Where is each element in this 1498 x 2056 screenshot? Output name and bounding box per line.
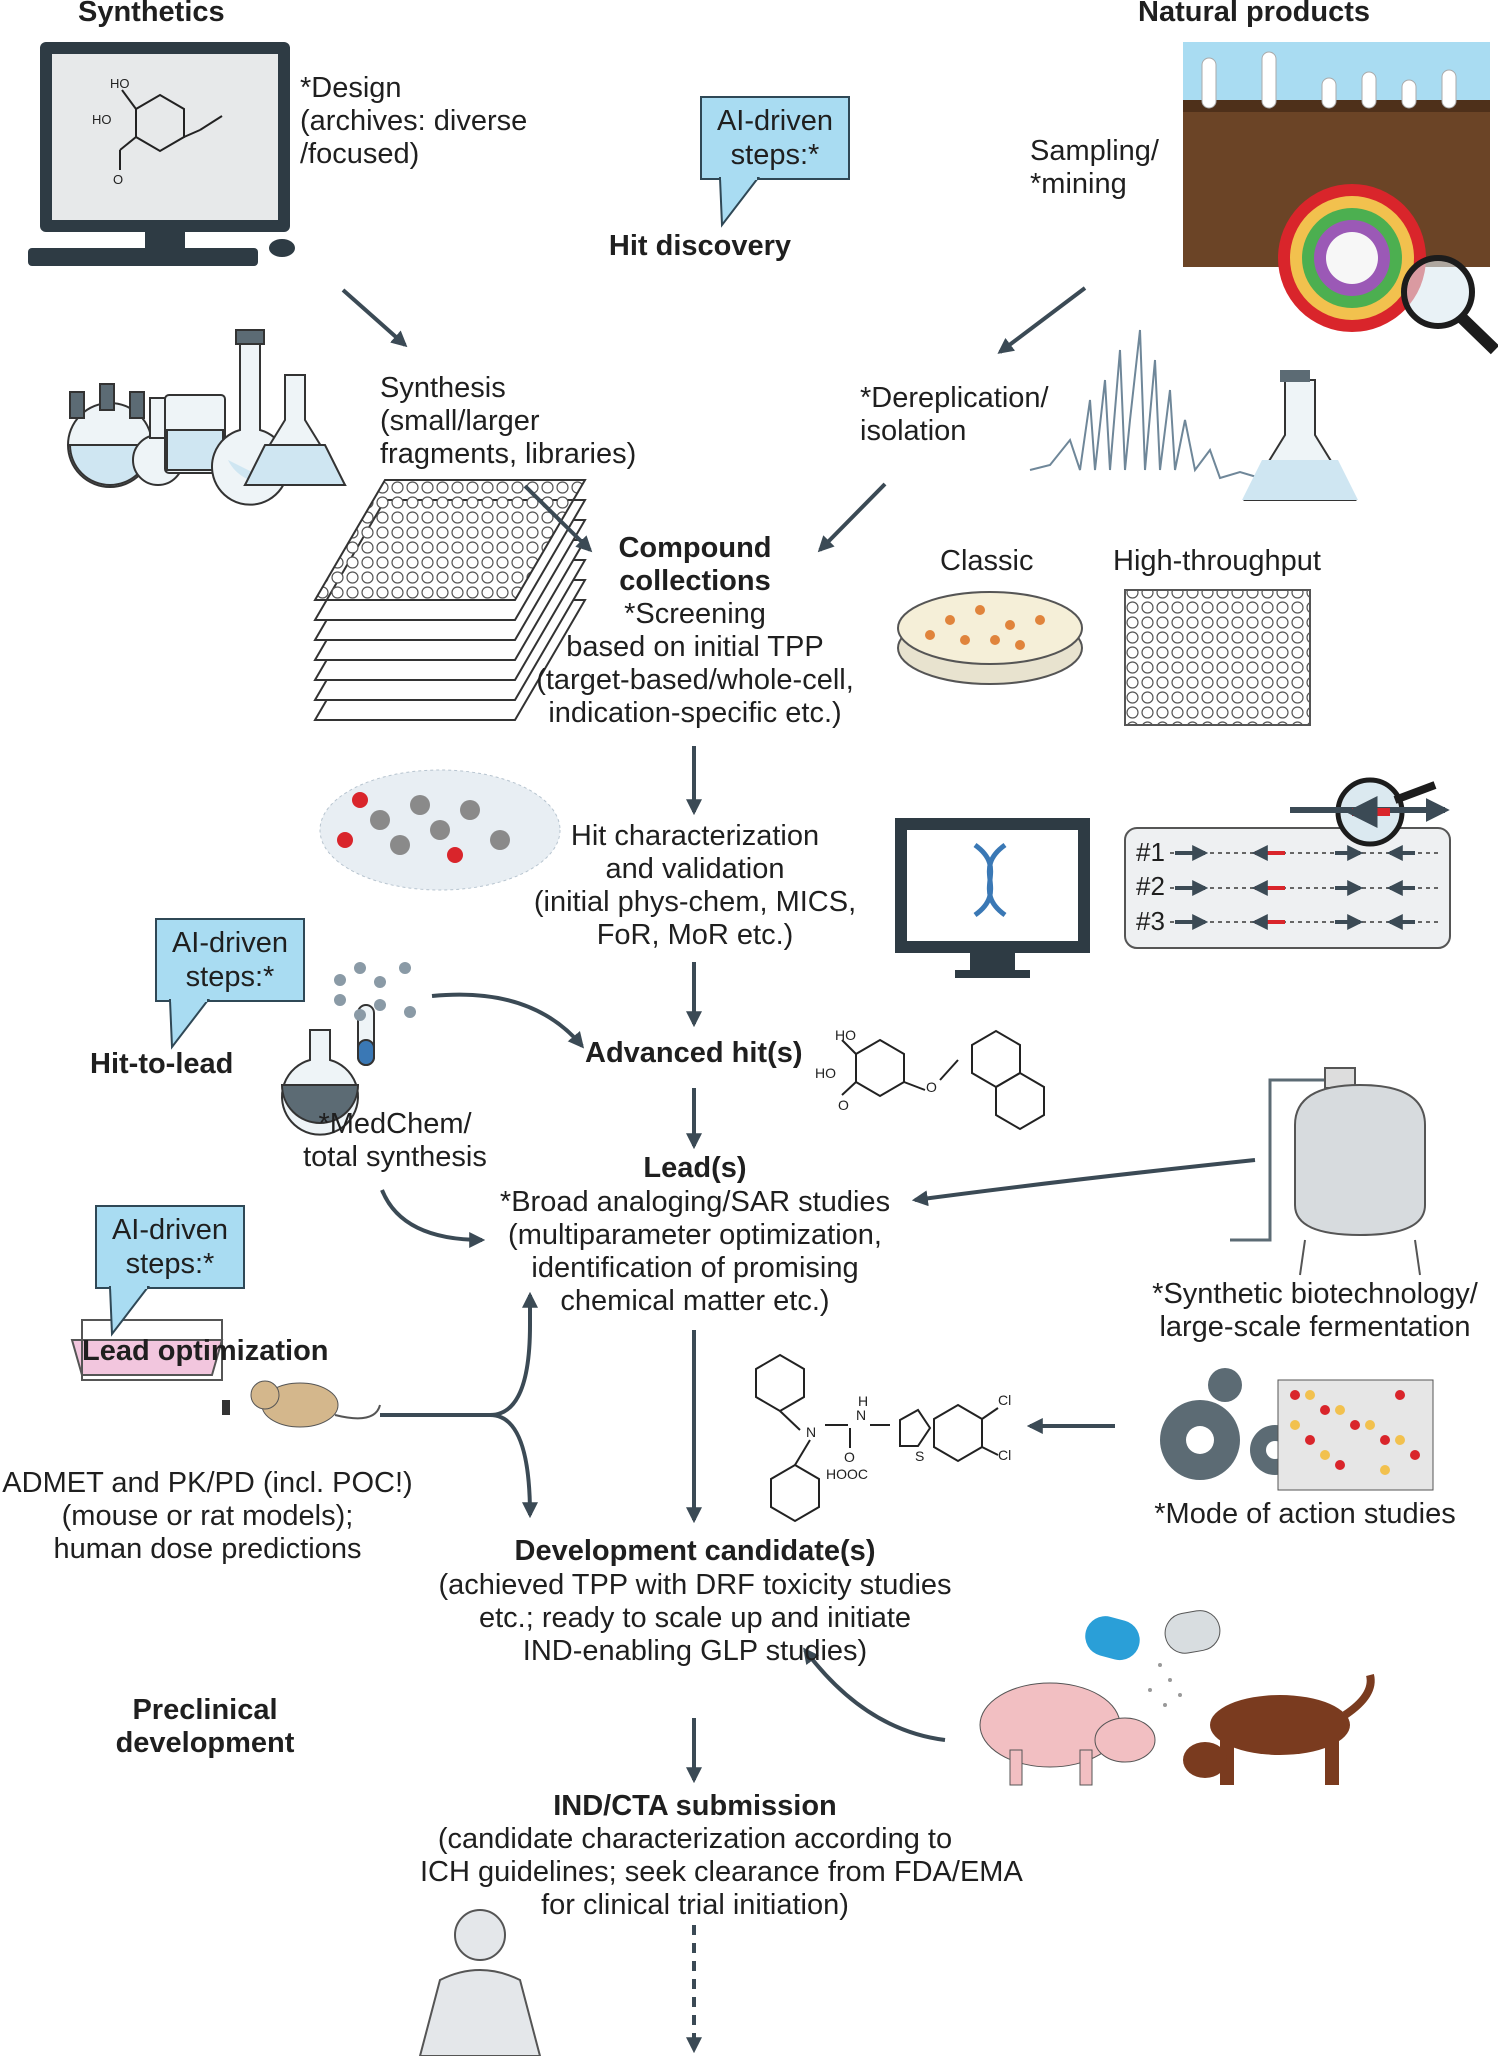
stage-hit-discovery: Hit discovery <box>608 230 792 262</box>
cand-o: O <box>844 1449 855 1465</box>
leads-title: Lead(s) <box>643 1152 747 1184</box>
cand-s: S <box>915 1448 924 1464</box>
gene-row-2: #2 <box>1136 871 1165 901</box>
adv-mol-o1: O <box>838 1097 849 1113</box>
cand-n1: N <box>806 1424 816 1440</box>
ai-bubble-lead-optimization: AI-driven steps:* <box>95 1205 245 1289</box>
high-throughput-label: High-throughput <box>1113 545 1321 577</box>
color-plate-icon <box>1277 1379 1434 1491</box>
mouse-cage-icon <box>70 1319 230 1415</box>
gene-cluster-panel <box>1124 777 1451 949</box>
pig-icon <box>979 1682 1156 1786</box>
candidate-molecule <box>755 1353 999 1523</box>
leads-body: *Broad analoging/SAR studies (multiparam… <box>499 1186 891 1317</box>
glassware-icon <box>67 329 347 506</box>
petri-dish-icon <box>897 591 1083 685</box>
medchem-label: *MedChem/ total synthesis <box>303 1108 487 1173</box>
molecule-3d-icon <box>319 769 561 891</box>
cand-cooh: HOOC <box>826 1466 868 1482</box>
gears-icon <box>1160 1368 1300 1480</box>
synthetics-header: Synthetics <box>78 0 225 28</box>
cand-h: H <box>858 1393 868 1409</box>
ind-title: IND/CTA submission <box>553 1790 837 1822</box>
human-icon <box>418 1909 542 2056</box>
soil-sample-icon <box>1183 42 1498 355</box>
capsule-icon <box>1085 1610 1221 1707</box>
ind-body: (candidate characterization according to… <box>420 1823 1023 1921</box>
stage-hit-to-lead: Hit-to-lead <box>90 1048 234 1080</box>
gene-row-3: #3 <box>1136 906 1165 936</box>
dog-icon <box>1183 1674 1375 1785</box>
adv-mol-o2: O <box>926 1079 937 1095</box>
spectrum-icon <box>1029 329 1358 501</box>
mol-ho-acid: HO <box>92 112 112 127</box>
moa-label: *Mode of action studies <box>1154 1498 1456 1530</box>
computer-icon: HO HO O <box>28 42 295 266</box>
compound-collections-body: *Screening based on initial TPP (target-… <box>536 598 854 729</box>
synthesis-label: Synthesis (small/larger fragments, libra… <box>380 372 637 470</box>
mol-o: O <box>113 172 123 187</box>
hit-characterization-label: Hit characterization and validation (ini… <box>533 820 857 951</box>
advanced-hits-label: Advanced hit(s) <box>585 1037 803 1069</box>
cand-cl2: Cl <box>998 1447 1011 1463</box>
biotech-label: *Synthetic biotechnology/ large-scale fe… <box>1152 1278 1478 1343</box>
ai-bubble-lead-optimization-tail <box>108 1279 151 1337</box>
medchem-flask-icon <box>280 962 416 1136</box>
flow-arrows <box>341 286 1256 1784</box>
sampling-label: Sampling/ *mining <box>1030 135 1159 200</box>
cand-n2: N <box>856 1407 866 1423</box>
admet-label: ADMET and PK/PD (incl. POC!) (mouse or r… <box>2 1467 413 1565</box>
ai-bubble-top: AI-driven steps:* <box>700 96 850 180</box>
ht-plate-icon <box>1124 589 1311 726</box>
advanced-hit-molecule <box>841 1029 1045 1131</box>
mouse-icon <box>250 1380 381 1428</box>
ai-bubble-hit-to-lead: AI-driven steps:* <box>155 918 305 1002</box>
dev-candidate-body: (achieved TPP with DRF toxicity studies … <box>438 1569 952 1667</box>
compound-collections-title: Compound collections <box>618 532 772 597</box>
dereplication-label: *Dereplication/ isolation <box>860 382 1049 447</box>
mol-ho-top: HO <box>110 76 130 91</box>
dev-candidate-title: Development candidate(s) <box>514 1535 876 1567</box>
ai-bubble-top-tail <box>718 170 761 228</box>
dna-monitor-icon <box>895 818 1090 978</box>
cand-cl1: Cl <box>998 1392 1011 1408</box>
plate-stack-icon <box>313 479 587 721</box>
adv-mol-ho-top: HO <box>835 1027 856 1043</box>
stage-preclinical: Preclinical development <box>115 1694 295 1759</box>
ai-bubble-hit-to-lead-tail <box>168 992 211 1050</box>
fermenter-icon <box>1230 1067 1426 1276</box>
natural-products-header: Natural products <box>1138 0 1371 28</box>
design-label: *Design (archives: diverse /focused) <box>300 72 528 170</box>
stage-lead-optimization: Lead optimization <box>82 1335 329 1367</box>
classic-label: Classic <box>940 545 1034 577</box>
gene-row-1: #1 <box>1136 837 1165 867</box>
adv-mol-ho-acid: HO <box>815 1065 836 1081</box>
